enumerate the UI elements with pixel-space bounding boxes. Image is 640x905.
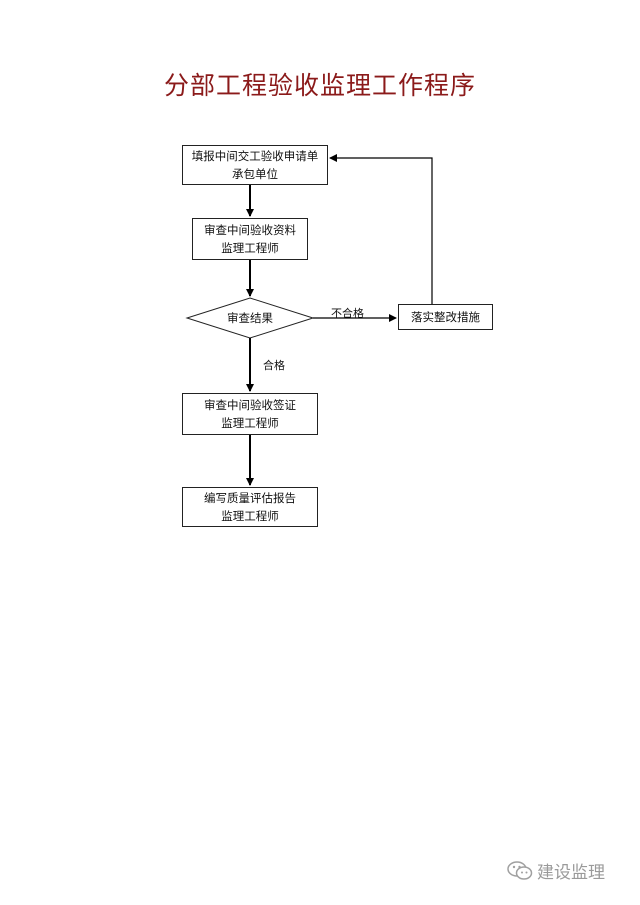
node-report-line2: 监理工程师 bbox=[221, 509, 279, 523]
arrow-rectify-to-submit bbox=[329, 154, 433, 304]
page-title: 分部工程验收监理工作程序 bbox=[163, 71, 476, 100]
node-signoff-line2: 监理工程师 bbox=[221, 416, 279, 430]
node-submit-line2: 承包单位 bbox=[232, 167, 278, 181]
node-submit-line1: 填报中间交工验收申请单 bbox=[191, 149, 319, 163]
node-rectify-measures: 落实整改措施 bbox=[398, 304, 493, 330]
edge-label-fail: 不合格 bbox=[331, 307, 364, 320]
node-sign-off: 审查中间验收签证 监理工程师 bbox=[182, 393, 318, 435]
node-rectify-label: 落实整改措施 bbox=[411, 310, 480, 324]
node-submit-application: 填报中间交工验收申请单 承包单位 bbox=[182, 145, 328, 185]
node-review-line1: 审查中间验收资料 bbox=[204, 223, 296, 237]
node-review-documents: 审查中间验收资料 监理工程师 bbox=[192, 218, 308, 260]
node-quality-report: 编写质量评估报告 监理工程师 bbox=[182, 487, 318, 527]
decision-review-result: 审查结果 bbox=[227, 311, 273, 325]
edge-label-pass: 合格 bbox=[263, 359, 285, 372]
node-report-line1: 编写质量评估报告 bbox=[204, 491, 296, 505]
watermark: 建设监理 bbox=[507, 858, 605, 883]
node-review-line2: 监理工程师 bbox=[221, 241, 279, 255]
node-signoff-line1: 审查中间验收签证 bbox=[204, 398, 296, 412]
watermark-text: 建设监理 bbox=[537, 863, 605, 883]
wechat-icon bbox=[507, 860, 533, 880]
